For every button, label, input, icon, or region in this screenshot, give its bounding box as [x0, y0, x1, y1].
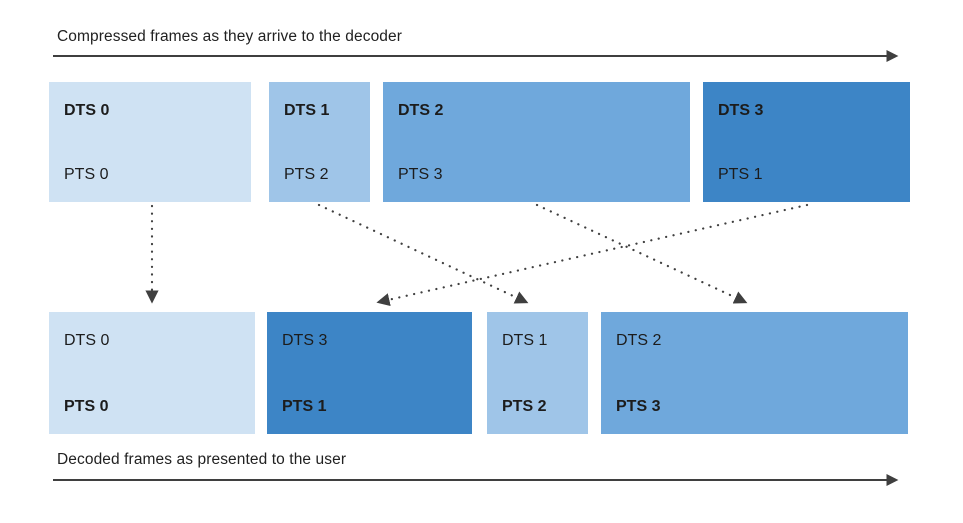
frame-box-arrival-dts0: DTS 0 PTS 0	[49, 82, 251, 202]
dts-label: DTS 2	[616, 332, 662, 349]
pts-label: PTS 1	[282, 398, 327, 415]
pts-label: PTS 0	[64, 166, 109, 183]
frame-box-presented-pts0: DTS 0 PTS 0	[49, 312, 255, 434]
frame-box-presented-pts3: DTS 2 PTS 3	[601, 312, 908, 434]
top-caption: Compressed frames as they arrive to the …	[57, 28, 402, 45]
frame-box-presented-pts1: DTS 3 PTS 1	[267, 312, 472, 434]
dts-label: DTS 1	[502, 332, 548, 349]
pts-label: PTS 2	[284, 166, 329, 183]
frame-box-presented-pts2: DTS 1 PTS 2	[487, 312, 588, 434]
pts-label: PTS 0	[64, 398, 109, 415]
connector-arrow-frame3	[376, 203, 809, 307]
dts-label: DTS 3	[282, 332, 328, 349]
dts-label: DTS 0	[64, 332, 110, 349]
pts-label: PTS 3	[398, 166, 443, 183]
dts-label: DTS 0	[64, 102, 110, 119]
pts-label: PTS 3	[616, 398, 661, 415]
frame-box-arrival-dts1: DTS 1 PTS 2	[269, 82, 370, 202]
dts-label: DTS 2	[398, 102, 444, 119]
dts-label: DTS 1	[284, 102, 330, 119]
frame-box-arrival-dts3: DTS 3 PTS 1	[703, 82, 910, 202]
pts-label: PTS 1	[718, 166, 763, 183]
dts-label: DTS 3	[718, 102, 764, 119]
frame-box-arrival-dts2: DTS 2 PTS 3	[383, 82, 690, 202]
bottom-caption: Decoded frames as presented to the user	[57, 451, 347, 468]
pts-label: PTS 2	[502, 398, 547, 415]
connector-arrow-frame1	[317, 203, 529, 304]
connector-arrow-frame2	[535, 203, 748, 304]
